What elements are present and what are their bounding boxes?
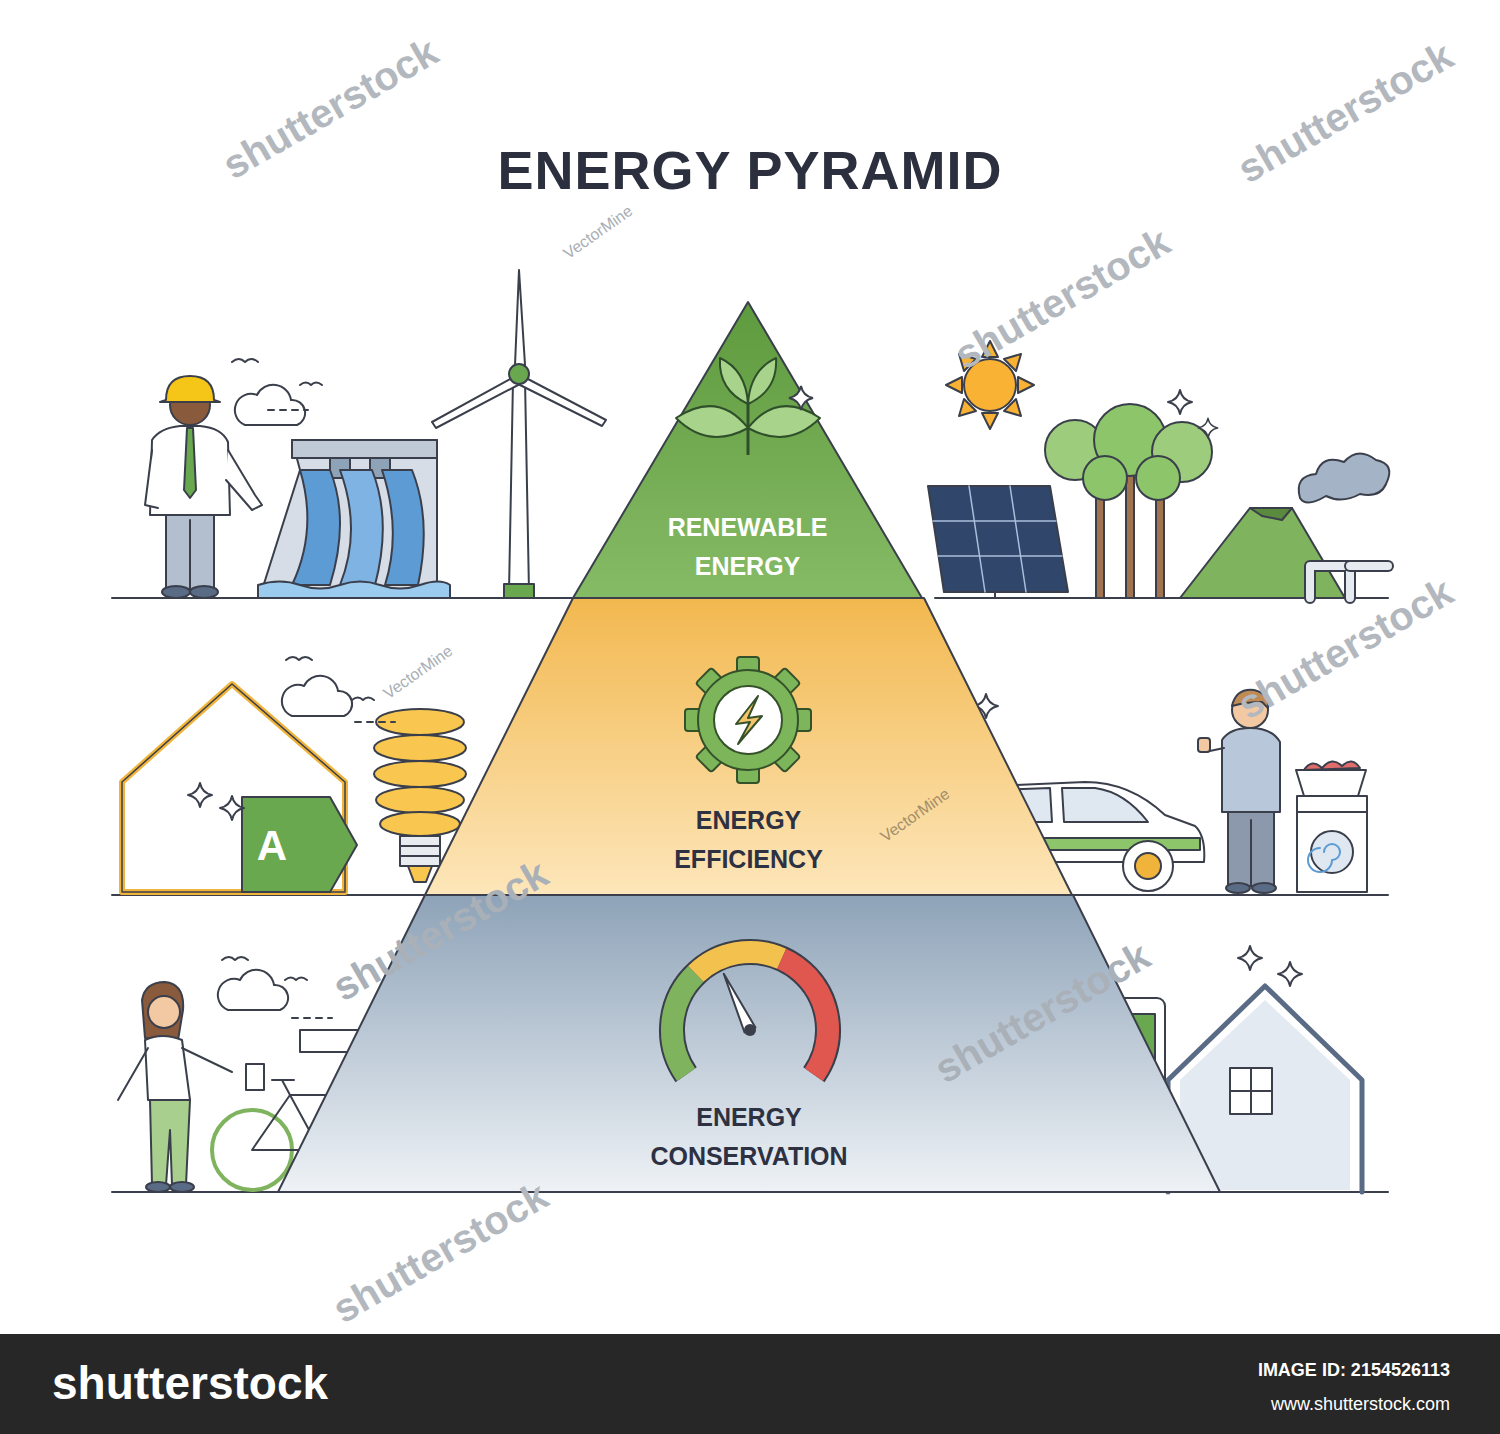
- watermark: shutterstock: [214, 27, 446, 189]
- pyramid-band: ENERGY EFFICIENCY: [425, 598, 1072, 895]
- watermark: shutterstock: [324, 1171, 556, 1333]
- brand-logo: shutterstock: [52, 1356, 328, 1411]
- watermark: shutterstock: [1229, 31, 1461, 193]
- watermark: shutterstock: [946, 217, 1178, 379]
- site-url: www.shutterstock.com: [1271, 1394, 1450, 1416]
- pyramid-band: RENEWABLE ENERGY: [573, 302, 922, 598]
- band-label: ENERGY EFFICIENCY: [639, 801, 859, 879]
- band-label: ENERGY CONSERVATION: [614, 1098, 884, 1176]
- image-id: IMAGE ID: 2154526113: [1258, 1360, 1450, 1382]
- energy-class-letter: A: [257, 821, 287, 871]
- watermark: VectorMine: [560, 201, 637, 263]
- band-label: RENEWABLE ENERGY: [633, 508, 863, 586]
- watermark: VectorMine: [380, 641, 457, 703]
